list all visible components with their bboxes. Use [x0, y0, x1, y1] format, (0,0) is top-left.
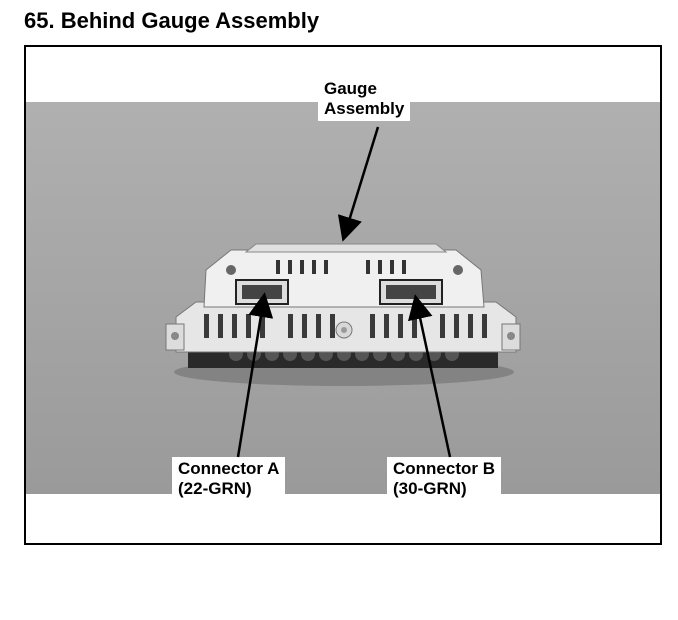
- connector-b-label: Connector B (30-GRN): [387, 457, 501, 501]
- gauge-assembly-photo: [26, 102, 660, 494]
- connector-a-label: Connector A (22-GRN): [172, 457, 286, 501]
- figure-frame: Gauge Assembly Connector A (22-GRN) Conn…: [24, 45, 662, 545]
- page-title: 65. Behind Gauge Assembly: [24, 8, 320, 33]
- gauge-assembly-label: Gauge Assembly: [318, 77, 411, 121]
